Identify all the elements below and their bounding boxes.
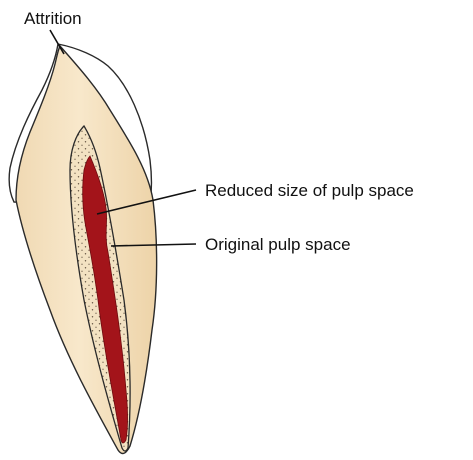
reduced-pulp-label: Reduced size of pulp space bbox=[205, 181, 414, 200]
attrition-label: Attrition bbox=[24, 9, 82, 28]
original-pulp-label: Original pulp space bbox=[205, 235, 351, 254]
